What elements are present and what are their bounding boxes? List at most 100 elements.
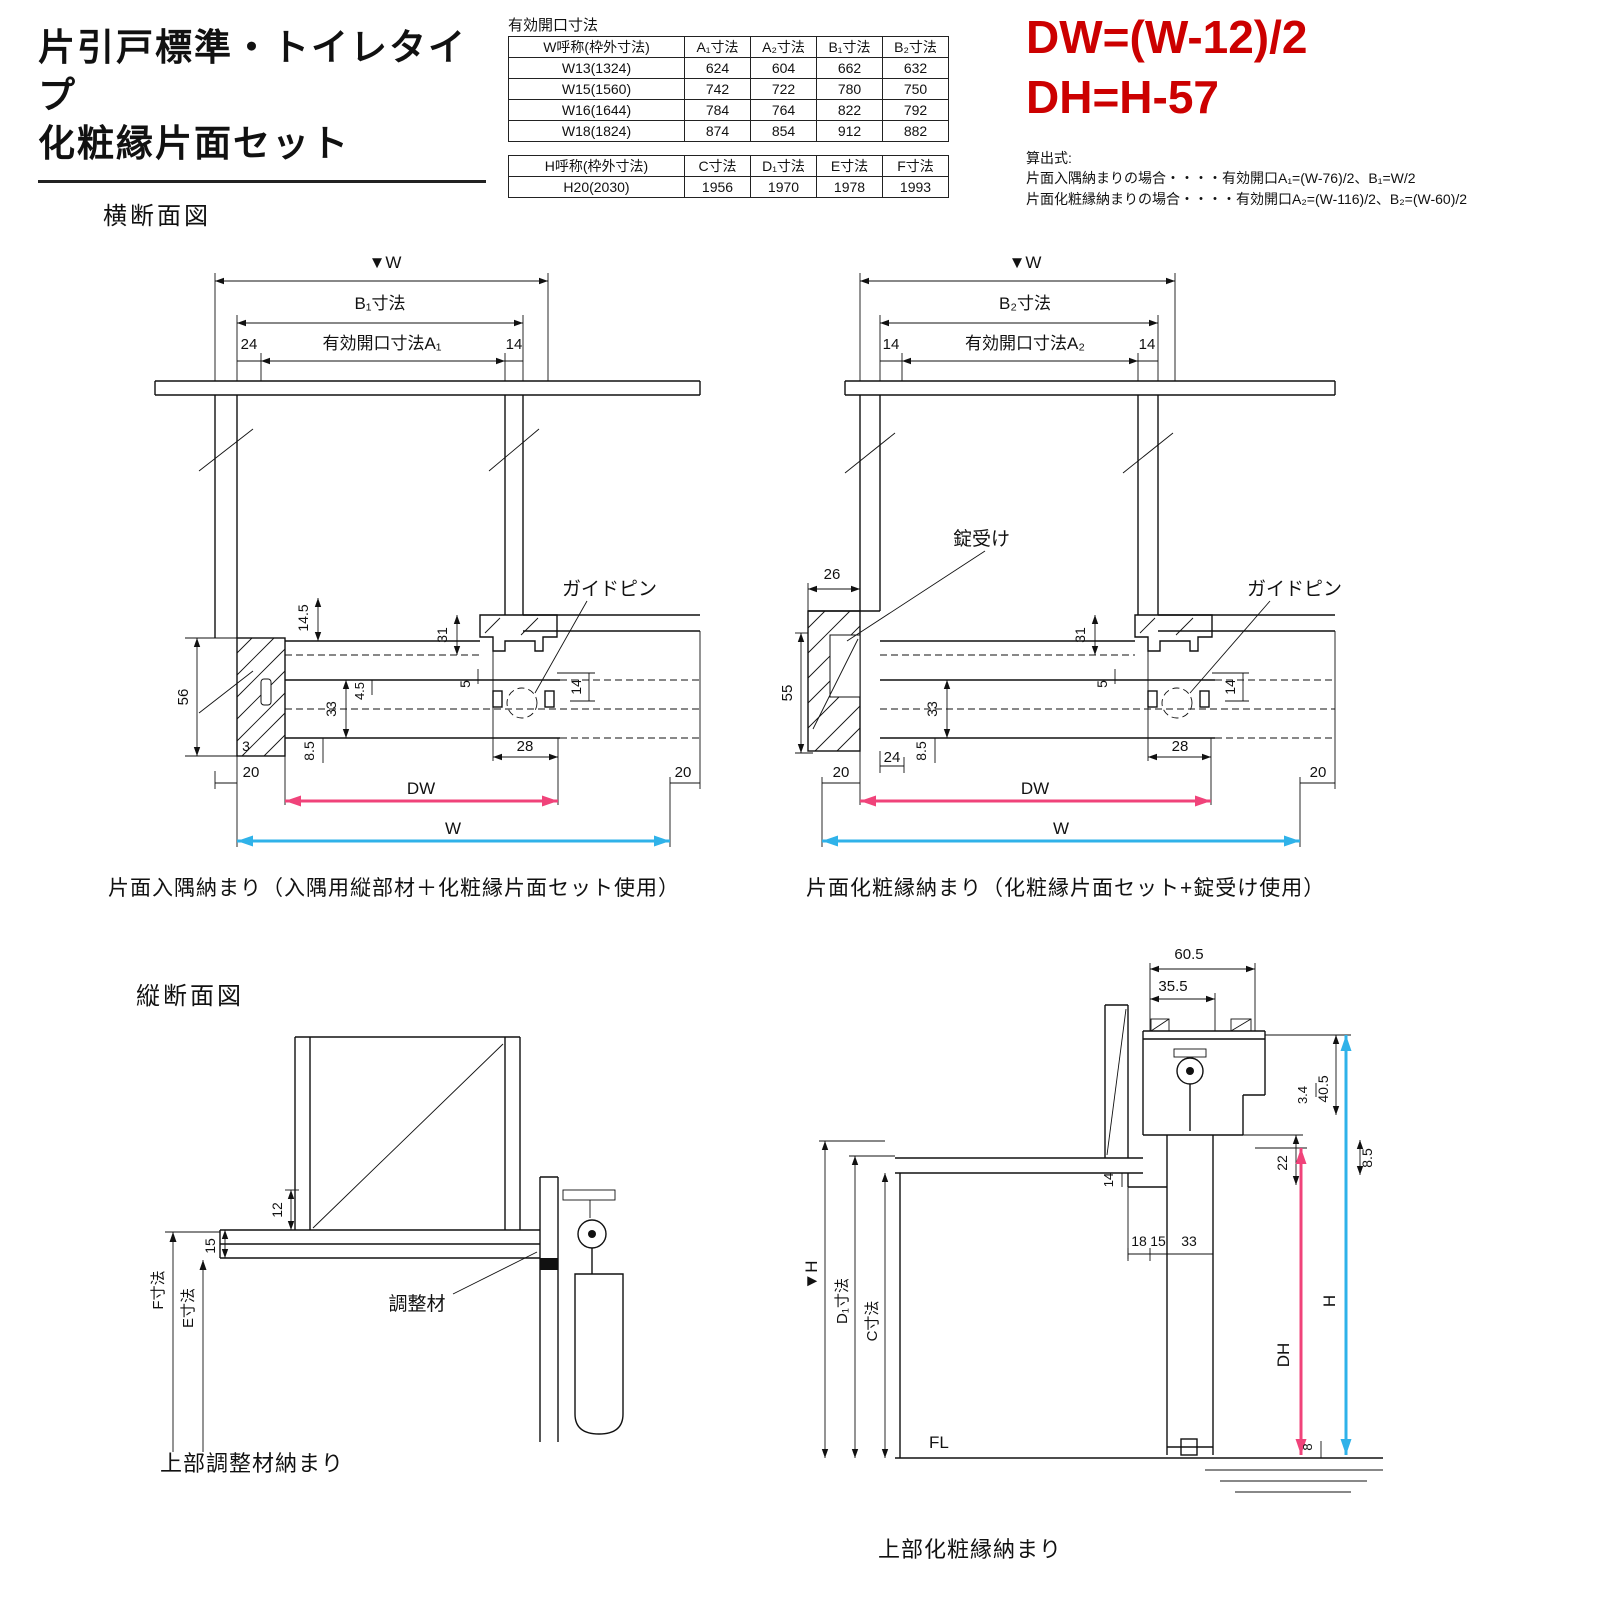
right-top-dimensions — [859, 273, 1176, 381]
bl-frame-and-hanger — [539, 1176, 624, 1442]
dim-24: 24 — [241, 336, 258, 353]
col-header: D₁寸法 — [750, 155, 817, 177]
diagram-plan-left: ▼W B₁寸法 24 有効開口寸法A₁ 14 ガイドピン — [154, 253, 701, 847]
dim-h: H — [1320, 1295, 1339, 1307]
br-top-dimensions — [1149, 963, 1256, 1031]
right-strike-jamb — [807, 550, 986, 752]
dim-20-left: 20 — [833, 764, 850, 781]
dim-8-5: 8.5 — [913, 741, 929, 761]
dim-60-5: 60.5 — [1174, 946, 1203, 963]
dim-35-5: 35.5 — [1158, 978, 1187, 995]
left-guide-pin-assembly — [479, 600, 588, 719]
dim-33: 33 — [1181, 1233, 1197, 1249]
dim-8: 8 — [1300, 1443, 1315, 1450]
formula-block: DW=(W-12)/2 DH=H-57 — [1026, 8, 1307, 128]
dim-8-5: 8.5 — [1359, 1148, 1375, 1168]
dim-h-top: ▼H — [802, 1260, 821, 1289]
col-header: C寸法 — [684, 155, 751, 177]
dim-33: 33 — [924, 701, 940, 717]
dim-5: 5 — [457, 680, 473, 688]
dim-26: 26 — [824, 566, 841, 583]
calc-notes-line2: 片面化粧縁納まりの場合・・・・有効開口A₂=(W-116)/2、B₂=(W-60… — [1026, 190, 1468, 207]
br-mid-dimensions — [1121, 1173, 1214, 1261]
dim-w-top: ▼W — [369, 253, 402, 272]
dim-18: 18 — [1131, 1233, 1147, 1249]
left-bottom-dimensions — [214, 631, 701, 847]
dim-14: 14 — [506, 336, 523, 353]
dim-dh: DH — [1274, 1343, 1293, 1368]
dim-24: 24 — [884, 749, 901, 766]
page-title-line2: 化粧縁片面セット — [38, 123, 350, 165]
right-side-dimensions — [795, 615, 1249, 754]
dim-14: 14 — [1101, 1173, 1116, 1187]
table-row: W13(1324) 624 604 662 632 — [508, 57, 949, 79]
table-row: W18(1824) 874 854 912 882 — [508, 120, 949, 142]
diagram-plan-right: ▼W B₂寸法 14 有効開口寸法A₂ 14 錠受け 26 — [779, 253, 1342, 847]
table-row: W16(1644) 784 764 822 792 — [508, 99, 949, 121]
dim-w-bottom: W — [1053, 819, 1069, 838]
section-label-vertical: 縦断面図 — [136, 983, 244, 1010]
col-header: H呼称(枠外寸法) — [508, 155, 685, 177]
col-header: B₂寸法 — [882, 36, 949, 58]
table-header-row: W呼称(枠外寸法) A₁寸法 A₂寸法 B₁寸法 B₂寸法 — [508, 36, 949, 58]
right-guide-pin-assembly — [1134, 600, 1271, 719]
dim-14-right: 14 — [1222, 679, 1238, 695]
dim-33: 33 — [323, 701, 339, 717]
dim-b2: B₂寸法 — [999, 294, 1051, 313]
br-door-leaf — [1166, 1135, 1214, 1456]
dim-12: 12 — [269, 1202, 285, 1218]
dim-40-5: 40.5 — [1315, 1075, 1331, 1102]
left-walls — [154, 380, 701, 714]
fl-label: FL — [929, 1433, 949, 1452]
dim-15: 15 — [202, 1238, 218, 1254]
guide-pin-label: ガイドピン — [562, 578, 657, 600]
dim-e: E寸法 — [180, 1288, 197, 1328]
left-side-dimensions — [185, 598, 595, 757]
caption-section-right: 上部化粧縁納まり — [878, 1537, 1063, 1562]
br-right-dimensions — [1243, 1034, 1364, 1458]
dim-opening-a2: 有効開口寸法A₂ — [965, 334, 1085, 353]
formula-dw: DW=(W-12)/2 — [1026, 11, 1308, 63]
dim-15: 15 — [1150, 1233, 1166, 1249]
dim-20-right: 20 — [1310, 764, 1327, 781]
col-header: A₂寸法 — [750, 36, 817, 58]
dim-55: 55 — [779, 685, 796, 702]
dim-d1: D₁寸法 — [834, 1278, 851, 1324]
dim-31: 31 — [434, 627, 450, 643]
br-casing-and-wall — [895, 1157, 1167, 1458]
bl-adjuster-bar — [219, 1229, 558, 1270]
page-title-line1: 片引戸標準・トイレタイプ — [38, 27, 467, 117]
caption-left-plan: 片面入隅納まり（入隅用縦部材＋化粧縁片面セット使用） — [108, 877, 680, 900]
dim-w-top: ▼W — [1009, 253, 1042, 272]
dim-28: 28 — [1172, 738, 1189, 755]
dim-opening-a1: 有効開口寸法A₁ — [322, 334, 441, 353]
dim-14-right-top: 14 — [1139, 336, 1156, 353]
br-floor — [895, 1457, 1383, 1493]
col-header: F寸法 — [882, 155, 949, 177]
calc-notes-heading: 算出式: — [1026, 150, 1072, 166]
lock-strike-label: 錠受け — [953, 528, 1010, 550]
left-jamb-and-door — [236, 637, 700, 757]
formula-dh: DH=H-57 — [1026, 70, 1220, 123]
br-head-frame — [1142, 1018, 1266, 1136]
bl-dimensions — [165, 1189, 299, 1452]
calc-notes: 算出式: 片面入隅納まりの場合・・・・有効開口A₁=(W-76)/2、B₁=W/… — [1026, 148, 1467, 209]
dim-14-5: 14.5 — [295, 604, 311, 631]
br-left-dimensions — [819, 1140, 895, 1458]
dim-w-bottom: W — [445, 819, 461, 838]
section-label-horizontal: 横断面図 — [103, 203, 211, 230]
dim-20-left: 20 — [243, 764, 260, 781]
dim-c: C寸法 — [864, 1301, 881, 1342]
dim-f: F寸法 — [150, 1270, 167, 1309]
right-bottom-dimensions — [821, 631, 1336, 847]
col-header: B₁寸法 — [816, 36, 883, 58]
dim-8-5: 8.5 — [301, 741, 317, 761]
bl-wall-above — [294, 1036, 521, 1230]
dim-dw: DW — [407, 779, 435, 798]
caption-right-plan: 片面化粧縁納まり（化粧縁片面セット+錠受け使用） — [806, 877, 1326, 900]
right-door — [880, 640, 1335, 739]
dim-14-left: 14 — [883, 336, 900, 353]
page-title: 片引戸標準・トイレタイプ 化粧縁片面セット — [38, 24, 486, 184]
dim-31: 31 — [1072, 627, 1088, 643]
